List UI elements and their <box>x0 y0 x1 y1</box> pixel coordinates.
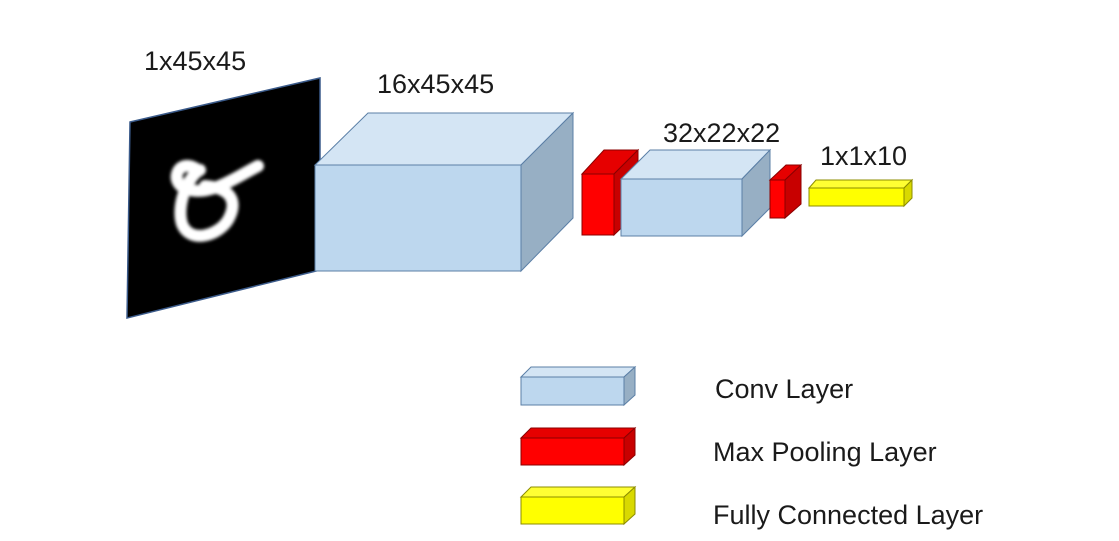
legend-fc-label: Fully Connected Layer <box>713 500 983 530</box>
fc-layer <box>807 178 914 208</box>
conv-layer-2 <box>619 148 772 238</box>
legend-item-pool: Max Pooling Layer <box>519 426 937 467</box>
pool-layer-2-front <box>769 179 786 219</box>
legend-pool-label: Max Pooling Layer <box>713 437 937 467</box>
conv-layer-2-front <box>620 178 743 237</box>
legend-pool-swatch-top <box>519 427 637 439</box>
input-dim-label: 1x45x45 <box>144 46 246 76</box>
conv-layer-1 <box>313 111 575 273</box>
legend-pool-swatch <box>520 437 625 466</box>
input-image <box>126 77 321 319</box>
legend-conv-swatch <box>520 376 625 406</box>
conv1-dim-label: 16x45x45 <box>377 69 494 99</box>
conv2-dim-label: 32x22x22 <box>663 118 780 148</box>
handwritten-digit-eight <box>170 159 264 242</box>
fc-layer-top <box>807 179 914 189</box>
conv-layer-1-front <box>314 164 522 272</box>
legend-item-fc: Fully Connected Layer <box>519 485 983 530</box>
legend-item-conv: Conv Layer <box>519 365 853 407</box>
pool-layer-1-front <box>581 173 615 236</box>
legend-fc-swatch <box>520 496 625 525</box>
legend-conv-swatch-top <box>519 366 637 378</box>
legend-fc-swatch-top <box>519 486 637 498</box>
pool-layer-2 <box>768 163 803 220</box>
fc-dim-label: 1x1x10 <box>820 141 907 171</box>
fc-layer-front <box>808 187 905 207</box>
input-image-panel <box>126 77 321 319</box>
legend: Conv Layer Max Pooling Layer Fully Conne… <box>519 365 983 530</box>
legend-conv-label: Conv Layer <box>715 374 853 404</box>
